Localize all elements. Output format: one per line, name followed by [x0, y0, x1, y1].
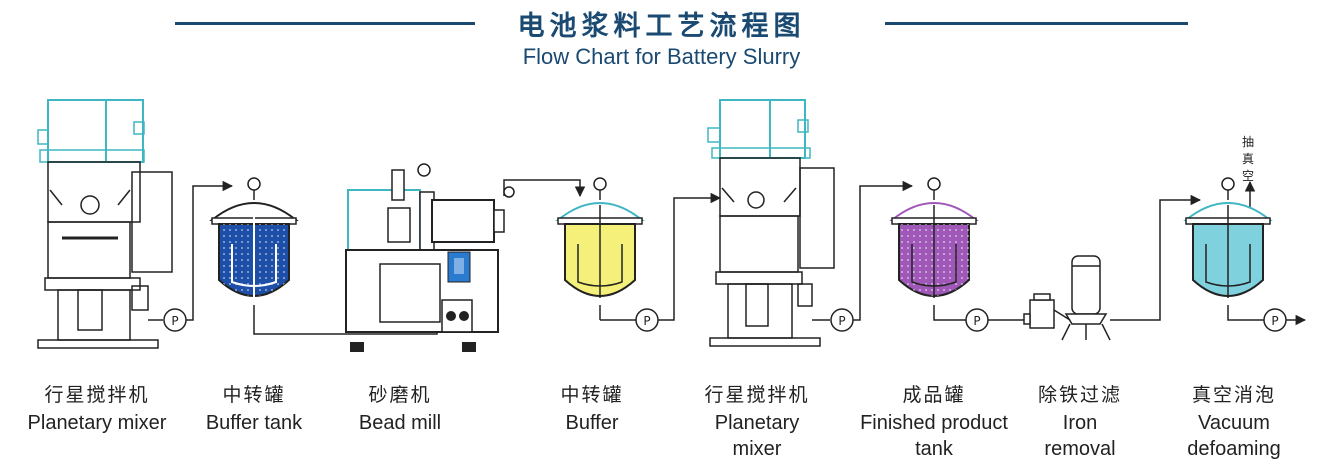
- step-buffer: 中转罐 Buffer: [502, 382, 682, 436]
- step-6-cn: 成品罐: [902, 384, 966, 406]
- step-buffer-tank: 中转罐 Buffer tank: [164, 382, 344, 436]
- pipe-filter-to-vacuum-tank: [1110, 194, 1202, 321]
- title-chinese: 电池浆料工艺流程图: [517, 11, 806, 42]
- step-3-en: Bead mill: [358, 412, 442, 434]
- pump-2: P: [635, 308, 659, 332]
- step-2-cn: 中转罐: [222, 384, 286, 406]
- iron-removal-filter: [1023, 255, 1111, 341]
- pump-3: P: [830, 308, 854, 332]
- bead-mill-gauge: [503, 186, 515, 198]
- step-8-en: Vacuum defoaming: [1187, 412, 1281, 460]
- step-bead-mill: 砂磨机 Bead mill: [310, 382, 490, 436]
- step-2-en: Buffer tank: [205, 412, 303, 434]
- step-vacuum-defoaming: 真空消泡 Vacuum defoaming: [1144, 382, 1323, 462]
- planetary-mixer-2: [707, 99, 835, 347]
- pipe-vacuum-tank-to-pump: [1227, 305, 1264, 321]
- step-5-en: Planetary mixer: [714, 412, 800, 460]
- pump-3-label: P: [838, 314, 845, 328]
- bead-mill: [345, 163, 505, 352]
- pump-5: P: [1263, 308, 1287, 332]
- planetary-mixer-1: [37, 99, 173, 349]
- finished-product-tank: [889, 177, 979, 298]
- title-rule-right: [885, 22, 1188, 25]
- flow-diagram: P: [37, 99, 1307, 352]
- pump-4-label: P: [973, 314, 980, 328]
- step-planetary-mixer-1: 行星搅拌机 Planetary mixer: [7, 382, 187, 436]
- pipe-product-tank-to-pump: [933, 305, 966, 321]
- pipe-pump3-to-product-tank: [853, 180, 914, 321]
- step-8-cn: 真空消泡: [1191, 384, 1276, 406]
- step-finished-product-tank: 成品罐 Finished product tank: [844, 382, 1024, 462]
- buffer-tank: [209, 177, 299, 298]
- pump-2-label: P: [643, 314, 650, 328]
- title-english: Flow Chart for Battery Slurry: [522, 44, 801, 69]
- pump-4: P: [965, 308, 989, 332]
- step-7-en: Iron removal: [1044, 412, 1116, 460]
- pump-5-label: P: [1271, 314, 1278, 328]
- step-4-en: Buffer: [565, 412, 619, 434]
- pump-1-label: P: [171, 314, 178, 328]
- buffer-tank-2: [555, 177, 645, 298]
- vacuum-defoaming-tank: [1183, 177, 1273, 298]
- step-7-cn: 除铁过滤: [1037, 384, 1122, 406]
- title-rule-left: [175, 22, 475, 25]
- vacuum-note: 抽真空: [1241, 135, 1254, 183]
- step-4-cn: 中转罐: [560, 384, 624, 406]
- step-1-cn: 行星搅拌机: [44, 384, 150, 406]
- pipe-prefilter-to-filter: [1053, 309, 1071, 321]
- step-planetary-mixer-2: 行星搅拌机 Planetary mixer: [667, 382, 847, 462]
- pipe-pump2-to-mixer2: [658, 192, 722, 321]
- step-iron-removal: 除铁过滤 Iron removal: [990, 382, 1170, 462]
- pipe-pump1-to-buffer-tank: [186, 180, 234, 321]
- pump-1: P: [163, 308, 187, 332]
- step-6-en: Finished product tank: [860, 412, 1008, 460]
- pipe-bead-mill-to-buffer: [503, 179, 586, 198]
- step-1-en: Planetary mixer: [27, 412, 167, 434]
- step-5-cn: 行星搅拌机: [704, 384, 810, 406]
- step-3-cn: 砂磨机: [368, 384, 432, 406]
